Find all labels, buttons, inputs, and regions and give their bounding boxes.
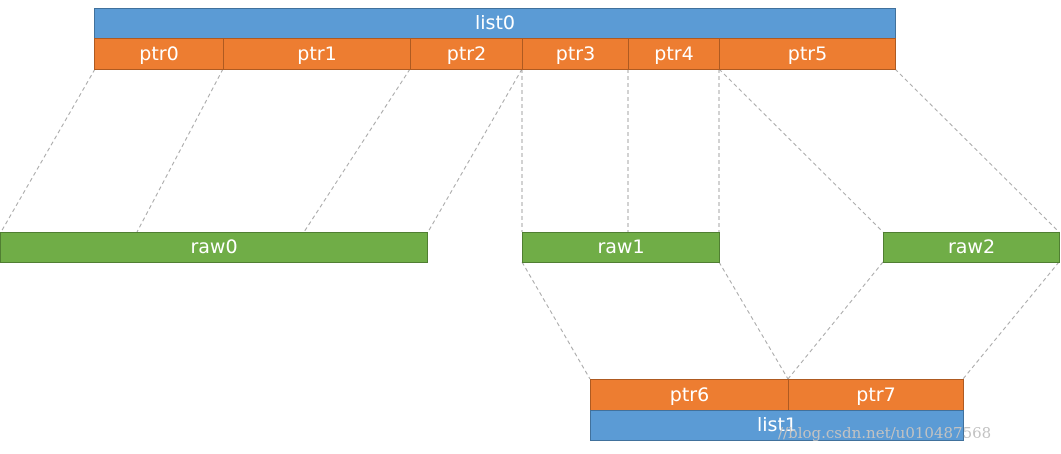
raw-block-2: raw2 <box>883 232 1060 263</box>
list0-ptr-4: ptr4 <box>628 38 720 70</box>
list0-ptr-1: ptr1 <box>223 38 411 70</box>
connector-raw2-ptr7-start <box>787 261 884 380</box>
ptr-label: ptr3 <box>555 42 596 65</box>
list1-ptr-1: ptr7 <box>788 379 964 411</box>
ptr-label: ptr0 <box>139 42 179 65</box>
raw-label: raw1 <box>597 236 645 258</box>
raw-block-1: raw1 <box>522 232 720 263</box>
list1-ptr-0: ptr6 <box>590 379 789 411</box>
list0-ptr-5: ptr5 <box>719 38 896 70</box>
ptr-label: ptr6 <box>669 383 710 406</box>
list0-ptr-0: ptr0 <box>94 38 224 70</box>
connector-ptr2-raw0 <box>303 68 411 233</box>
raw-label: raw2 <box>947 236 996 258</box>
connector-raw2-ptr7-end <box>962 261 1060 380</box>
ptr-label: ptr7 <box>856 383 896 406</box>
connector-ptr5-raw2-start <box>718 68 884 233</box>
connector-ptr3-raw0-end <box>427 68 523 233</box>
list0-ptr-2: ptr2 <box>410 38 523 70</box>
raw-label: raw0 <box>190 236 238 258</box>
list0-bar: list0 <box>94 8 896 39</box>
connector-ptr1-raw0 <box>136 68 224 233</box>
connector-ptr0-raw0-start <box>0 68 96 233</box>
ptr-label: ptr5 <box>787 42 828 65</box>
list1-label: list1 <box>757 414 797 436</box>
connector-list0-raw2-end <box>894 68 1060 233</box>
connector-raw1-ptr6-end <box>718 261 789 380</box>
ptr-label: ptr4 <box>654 42 694 65</box>
ptr-label: ptr2 <box>446 42 487 65</box>
watermark: //blog.csdn.net/u010487568 <box>778 424 992 442</box>
list0-ptr-3: ptr3 <box>522 38 629 70</box>
ptr-label: ptr1 <box>297 42 337 65</box>
connector-raw1-ptr6-start <box>521 261 591 380</box>
list1-bar: list1 <box>590 410 964 441</box>
list0-label: list0 <box>475 12 515 34</box>
raw-block-0: raw0 <box>0 232 428 263</box>
